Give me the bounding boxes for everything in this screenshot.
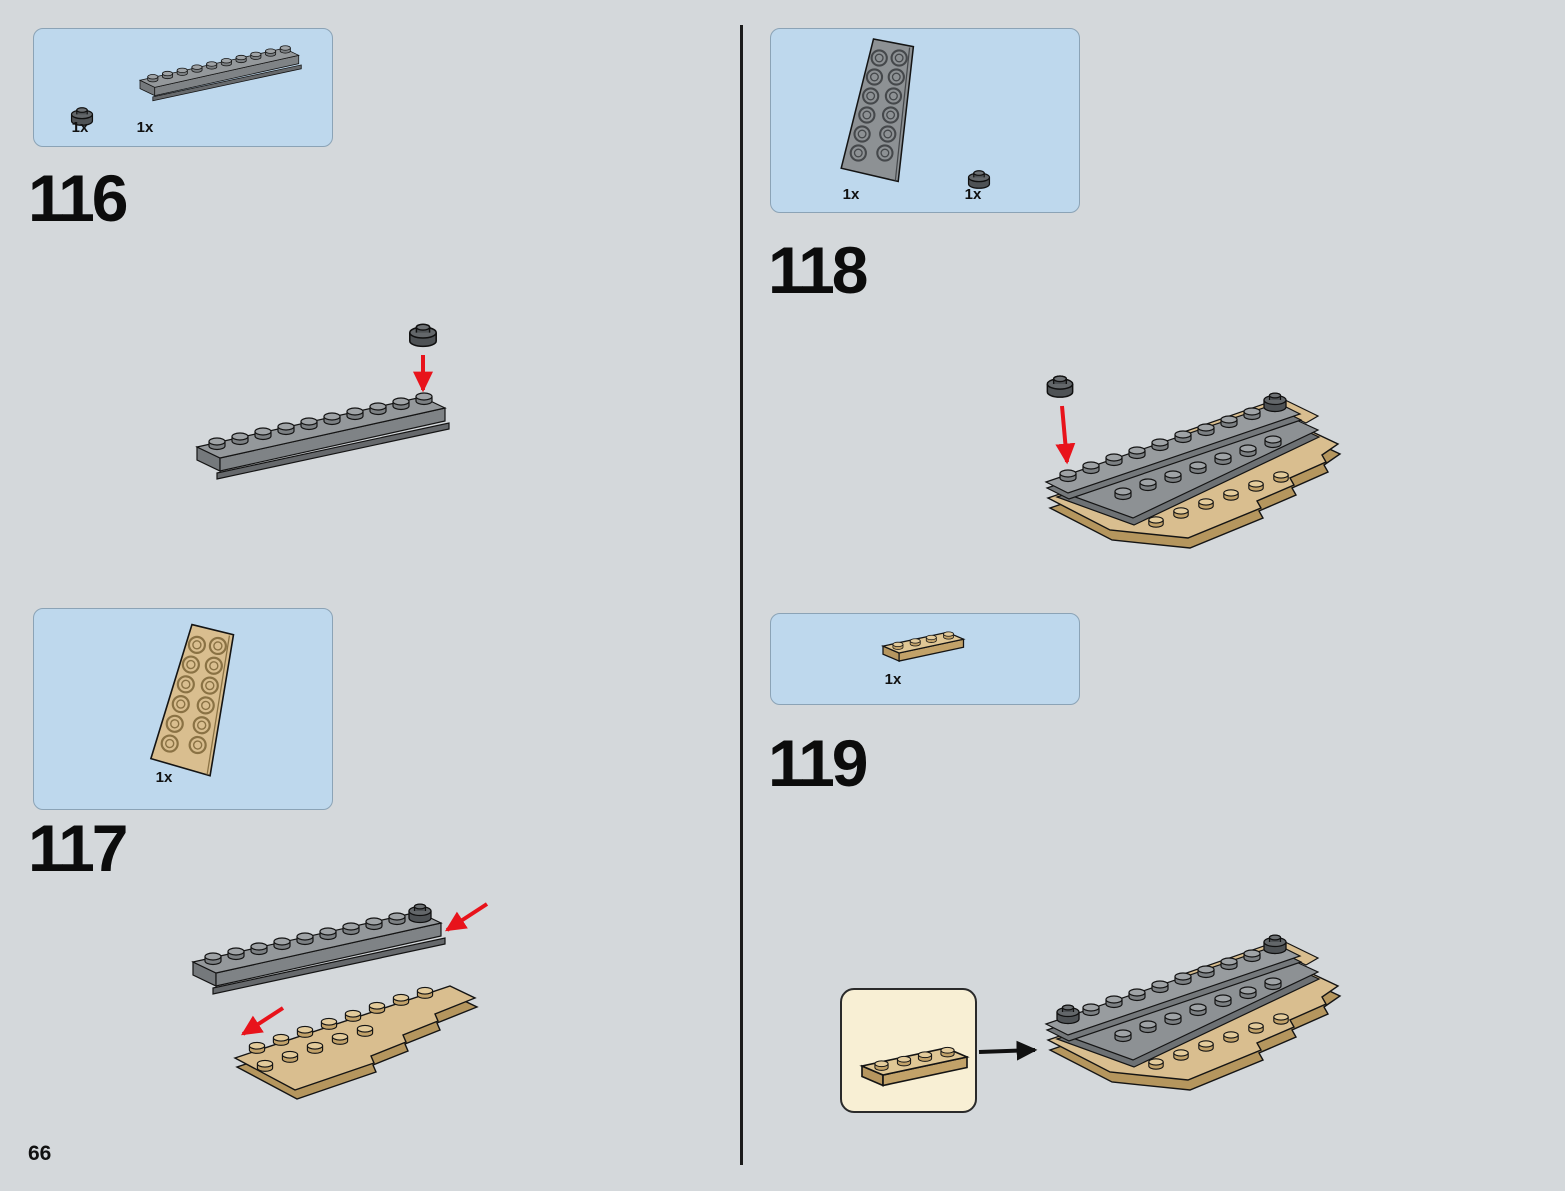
plate-1x4-tan-piece — [862, 1047, 967, 1085]
plate-1x10-piece — [197, 393, 449, 479]
callout-arrow — [978, 1040, 1038, 1061]
placement-arrow — [240, 1006, 285, 1036]
part-qty: 1x — [884, 671, 902, 688]
step-number: 118 — [768, 233, 868, 307]
plate-1x10-icon — [140, 46, 301, 101]
plate-1x10-assembly — [193, 903, 445, 994]
page-number: 66 — [28, 1142, 52, 1165]
step-number: 119 — [768, 726, 868, 800]
wing-assembly — [1046, 392, 1340, 548]
placement-arrow — [444, 902, 489, 932]
parts-118-art — [840, 37, 991, 189]
step-number: 116 — [28, 161, 128, 235]
placement-arrow — [1055, 405, 1076, 465]
diagram-119 — [1020, 934, 1365, 1115]
wedge-plate-tan-piece — [233, 985, 479, 1100]
parts-117-art — [149, 621, 236, 778]
part-qty: 1x — [71, 119, 89, 136]
diagram-118 — [1020, 375, 1365, 580]
part-qty: 1x — [842, 186, 860, 203]
callout-pointer-arrow — [978, 1040, 1038, 1061]
column-divider — [740, 25, 743, 1165]
wing-assembly — [1046, 934, 1340, 1090]
round-plate-1x1-piece — [1046, 375, 1074, 398]
diagram-117 — [185, 902, 489, 1100]
part-qty: 1x — [136, 119, 154, 136]
wedge-plate-gray-icon — [840, 37, 915, 183]
plate-1x4-tan-icon — [883, 632, 964, 661]
parts-119-art — [771, 614, 1081, 706]
part-qty: 1x — [964, 186, 982, 203]
callout-art — [842, 990, 979, 1115]
parts-box-116: 1x 1x — [33, 28, 333, 147]
step-number: 117 — [28, 811, 128, 885]
parts-box-117: 1x — [33, 608, 333, 810]
wedge-plate-tan-icon — [149, 621, 236, 778]
part-qty: 1x — [155, 769, 173, 786]
parts-box-119: 1x — [770, 613, 1080, 705]
diagram-116 — [185, 323, 475, 510]
callout-box — [840, 988, 977, 1113]
round-plate-1x1-piece — [409, 323, 437, 348]
parts-box-118: 1x 1x — [770, 28, 1080, 213]
